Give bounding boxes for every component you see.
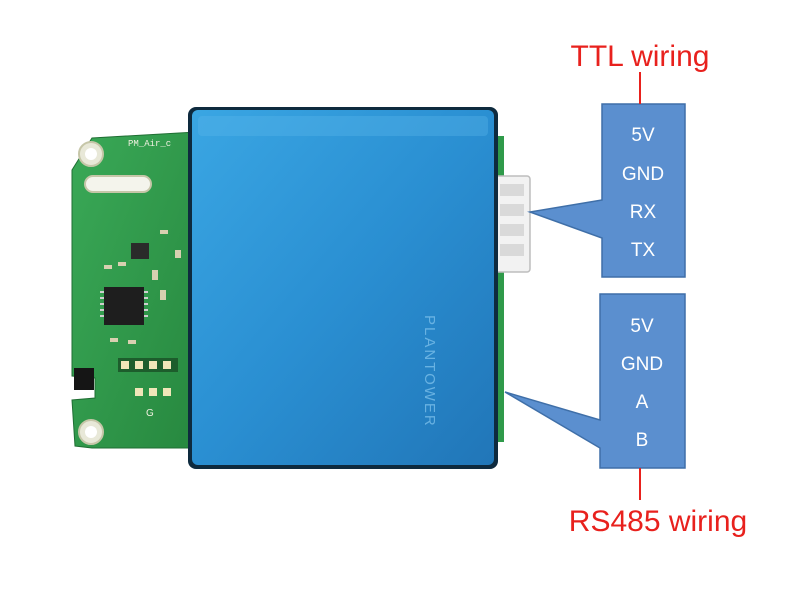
sensor-module: PLANTOWER (188, 107, 498, 469)
ttl-connector (493, 175, 531, 273)
silkscreen-g-label: G (146, 408, 154, 419)
rs485-pin-4: B (636, 430, 649, 451)
chip-small (131, 243, 149, 259)
silkscreen-top-label: PM_Air_c (128, 139, 171, 149)
ttl-pin-1: 5V (631, 125, 655, 146)
rs485-pin-1: 5V (630, 316, 654, 337)
rs485-pin-2: GND (621, 354, 663, 375)
ttl-pin-4: TX (631, 240, 656, 261)
black-connector (74, 368, 94, 390)
ttl-callout: 5V GND RX TX (527, 103, 686, 278)
ttl-pin-3: RX (630, 202, 657, 223)
chip-pins (100, 291, 148, 317)
chip-main (104, 287, 144, 325)
ttl-title: TTL wiring (571, 40, 710, 73)
module-brand-text: PLANTOWER (421, 315, 438, 428)
header-pads (118, 358, 178, 396)
rs485-title: RS485 wiring (569, 505, 747, 538)
pcb-board: PM_Air_c G (71, 131, 197, 449)
board-slot (84, 175, 152, 193)
mounting-hole-bottom (78, 419, 104, 445)
smd-components (104, 230, 181, 344)
rs485-callout: 5V GND A B (504, 293, 686, 469)
ttl-pin-2: GND (622, 164, 664, 185)
rs485-pin-3: A (636, 392, 649, 413)
mounting-hole-top (78, 141, 104, 167)
